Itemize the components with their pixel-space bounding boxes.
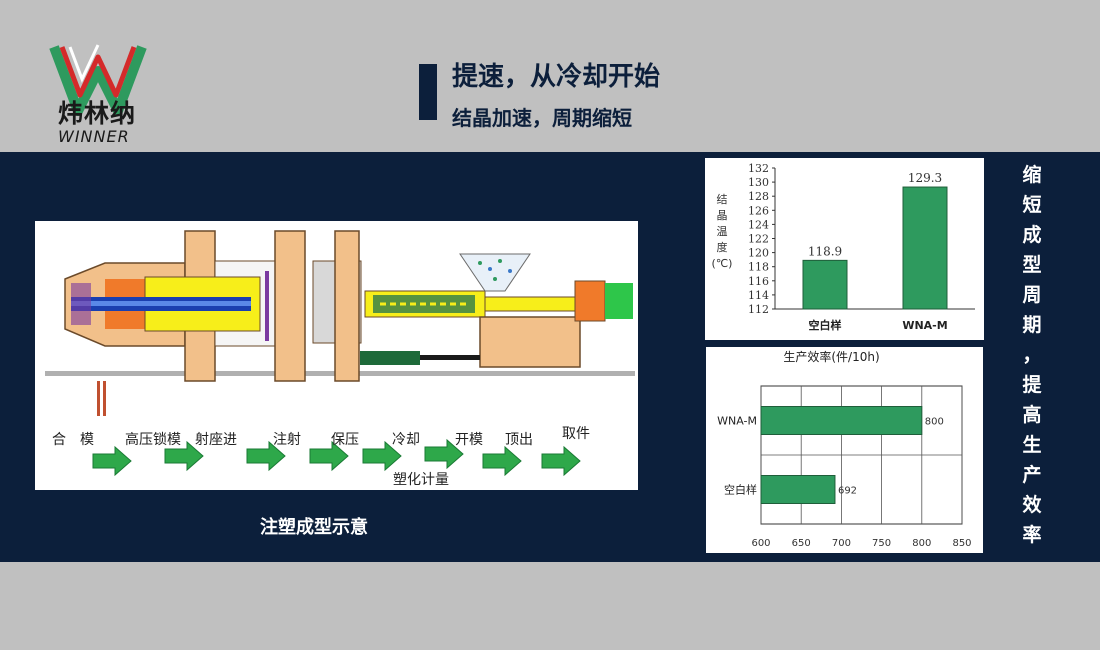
y-tick-label: 122 <box>748 233 769 246</box>
data-label: 692 <box>838 486 857 497</box>
step-label: 取件 <box>562 426 590 442</box>
slogan-char: 产 <box>1022 464 1042 486</box>
title-accent-bar <box>419 64 437 120</box>
y-tick-label: 116 <box>748 275 769 288</box>
slogan-char: 率 <box>1022 524 1042 546</box>
data-label: 800 <box>925 417 944 428</box>
y-axis-title-char: 温 <box>717 225 728 238</box>
x-tick-label: WNA-M <box>902 319 947 332</box>
step-label: 冷却 <box>392 432 420 448</box>
step-label: 顶出 <box>505 432 533 448</box>
bar <box>760 475 836 504</box>
injection-machine-illustration <box>45 230 635 477</box>
bar <box>760 406 923 435</box>
slogan-char: 缩 <box>1022 164 1042 186</box>
diagram-caption: 注塑成型示意 <box>260 517 368 538</box>
x-tick-label: 空白样 <box>809 318 842 332</box>
x-tick-label: 650 <box>792 538 811 549</box>
y-tick-label: 130 <box>748 176 769 189</box>
slogan-char: 提 <box>1022 374 1042 396</box>
y-tick-label: 112 <box>748 303 769 316</box>
chart-title: 生产效率(件/10h) <box>783 349 879 364</box>
data-label: 118.9 <box>808 244 842 258</box>
data-label: 129.3 <box>908 171 942 185</box>
injection-molding-diagram: 合 模 高压锁模 射座进 注射 保压 冷却 开模 顶出 取件 塑化计量 <box>35 221 638 490</box>
step-label: 合 模 <box>52 432 94 448</box>
footer-area <box>0 562 1100 650</box>
step-label: 塑化计量 <box>393 472 449 488</box>
x-tick-label: 600 <box>751 538 770 549</box>
x-tick-label: 700 <box>832 538 851 549</box>
page-subtitle: 结晶加速，周期缩短 <box>452 106 632 130</box>
step-label: 射座进 <box>195 432 237 448</box>
step-label: 开模 <box>455 432 483 448</box>
bar <box>802 259 848 310</box>
y-axis-title-char: 结 <box>717 193 728 206</box>
x-tick-label: 850 <box>952 538 971 549</box>
bar <box>902 186 948 310</box>
side-slogan: 缩短成型周期 ， 提高生产效率 <box>1020 160 1044 550</box>
production-efficiency-chart: 生产效率(件/10h) 600 650 700 750 800 850 800 WNA-M 692… <box>706 347 983 553</box>
slogan-char: 短 <box>1022 194 1042 216</box>
logo-name-cn: 炜林纳 <box>58 99 137 128</box>
step-label: 高压锁模 <box>125 432 181 448</box>
production-efficiency-svg: 生产效率(件/10h) 600 650 700 750 800 850 800 WNA-M 692… <box>717 349 971 549</box>
slogan-char: 周 <box>1022 284 1042 306</box>
slogan-char: 高 <box>1022 404 1042 426</box>
logo-name-en: WINNER <box>58 127 130 146</box>
y-tick-label: 128 <box>748 190 769 203</box>
y-tick-label: WNA-M <box>717 415 757 428</box>
y-tick-label: 空白样 <box>724 483 757 497</box>
y-axis-title-char: (℃) <box>712 257 733 270</box>
y-tick-label: 124 <box>748 218 769 231</box>
slogan-char: 生 <box>1022 434 1042 456</box>
x-tick-label: 800 <box>912 538 931 549</box>
y-axis-title-char: 晶 <box>717 209 728 222</box>
slogan-char: 效 <box>1022 494 1042 516</box>
header-area: 炜林纳 WINNER 提速，从冷却开始 结晶加速，周期缩短 <box>0 0 1100 152</box>
page-title: 提速，从冷却开始 <box>452 62 661 92</box>
y-tick-label: 118 <box>748 261 769 274</box>
slogan-char: 型 <box>1022 254 1042 276</box>
slogan-char: 期 <box>1022 314 1042 336</box>
x-tick-label: 750 <box>872 538 891 549</box>
step-label: 保压 <box>331 432 359 448</box>
step-label: 注射 <box>273 432 301 448</box>
slogan-char: 成 <box>1022 224 1042 246</box>
y-axis-title-char: 度 <box>717 240 728 254</box>
y-tick-label: 126 <box>748 204 769 217</box>
slogan-char: ， <box>1022 344 1042 366</box>
y-tick-label: 114 <box>748 289 769 302</box>
y-tick-label: 120 <box>748 247 769 260</box>
y-tick-label: 132 <box>748 162 769 175</box>
winner-logo-icon <box>49 44 147 116</box>
